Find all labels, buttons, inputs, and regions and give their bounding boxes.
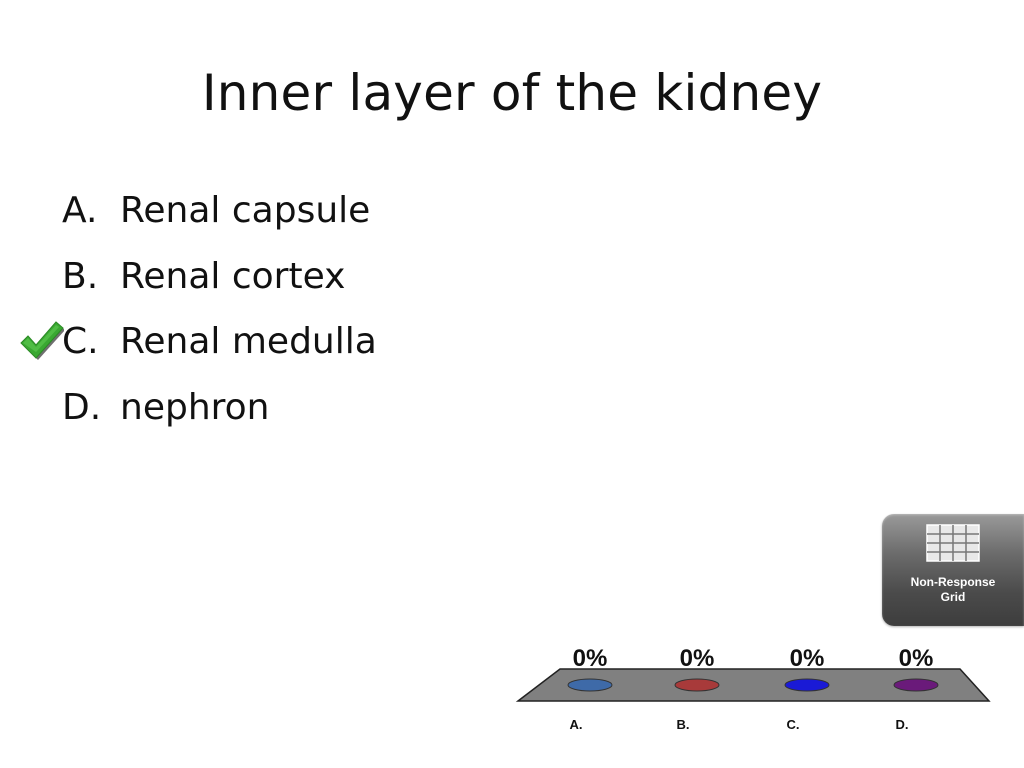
response-chart: 0% A. 0% B. 0% C. 0% D. — [515, 645, 991, 732]
answer-list: A. Renal capsule B. Renal cortex C. Rena… — [20, 190, 377, 453]
answer-text: Renal capsule — [120, 190, 371, 231]
answer-text: nephron — [120, 386, 270, 428]
chart-category-label: C. — [787, 717, 800, 732]
chart-value-label: 0% — [680, 645, 715, 672]
grid-label-line1: Non-Response — [910, 575, 996, 589]
answer-text: Renal medulla — [120, 321, 377, 362]
answer-option-c[interactable]: C. Renal medulla — [20, 321, 377, 387]
chart-bar-b — [674, 678, 720, 692]
chart-value-label: 0% — [790, 645, 825, 672]
grid-label-line2: Grid — [940, 590, 966, 604]
chart-category-label: B. — [677, 717, 690, 732]
answer-letter: B. — [62, 255, 99, 297]
chart-value-label: 0% — [573, 645, 608, 672]
answer-letter: C. — [62, 321, 99, 362]
chart-value-label: 0% — [899, 645, 934, 672]
answer-text: Renal cortex — [120, 255, 346, 297]
chart-base-platform — [515, 668, 991, 702]
answer-option-d[interactable]: D. nephron — [62, 387, 377, 453]
grid-icon — [926, 524, 980, 562]
answer-option-b[interactable]: B. Renal cortex — [62, 256, 377, 322]
answer-letter: D. — [62, 386, 102, 428]
answer-option-a[interactable]: A. Renal capsule — [62, 190, 377, 256]
answer-letter: A. — [62, 190, 98, 231]
chart-bar-d — [893, 678, 939, 692]
slide-title: Inner layer of the kidney — [201, 64, 823, 122]
chart-category-label: D. — [896, 717, 909, 732]
chart-bar-c — [784, 678, 830, 692]
chart-category-label: A. — [570, 717, 583, 732]
checkmark-icon — [20, 321, 64, 360]
chart-bar-a — [567, 678, 613, 692]
non-response-grid-label: Non-Response Grid — [882, 575, 1024, 605]
non-response-grid-button[interactable]: Non-Response Grid — [882, 514, 1024, 626]
